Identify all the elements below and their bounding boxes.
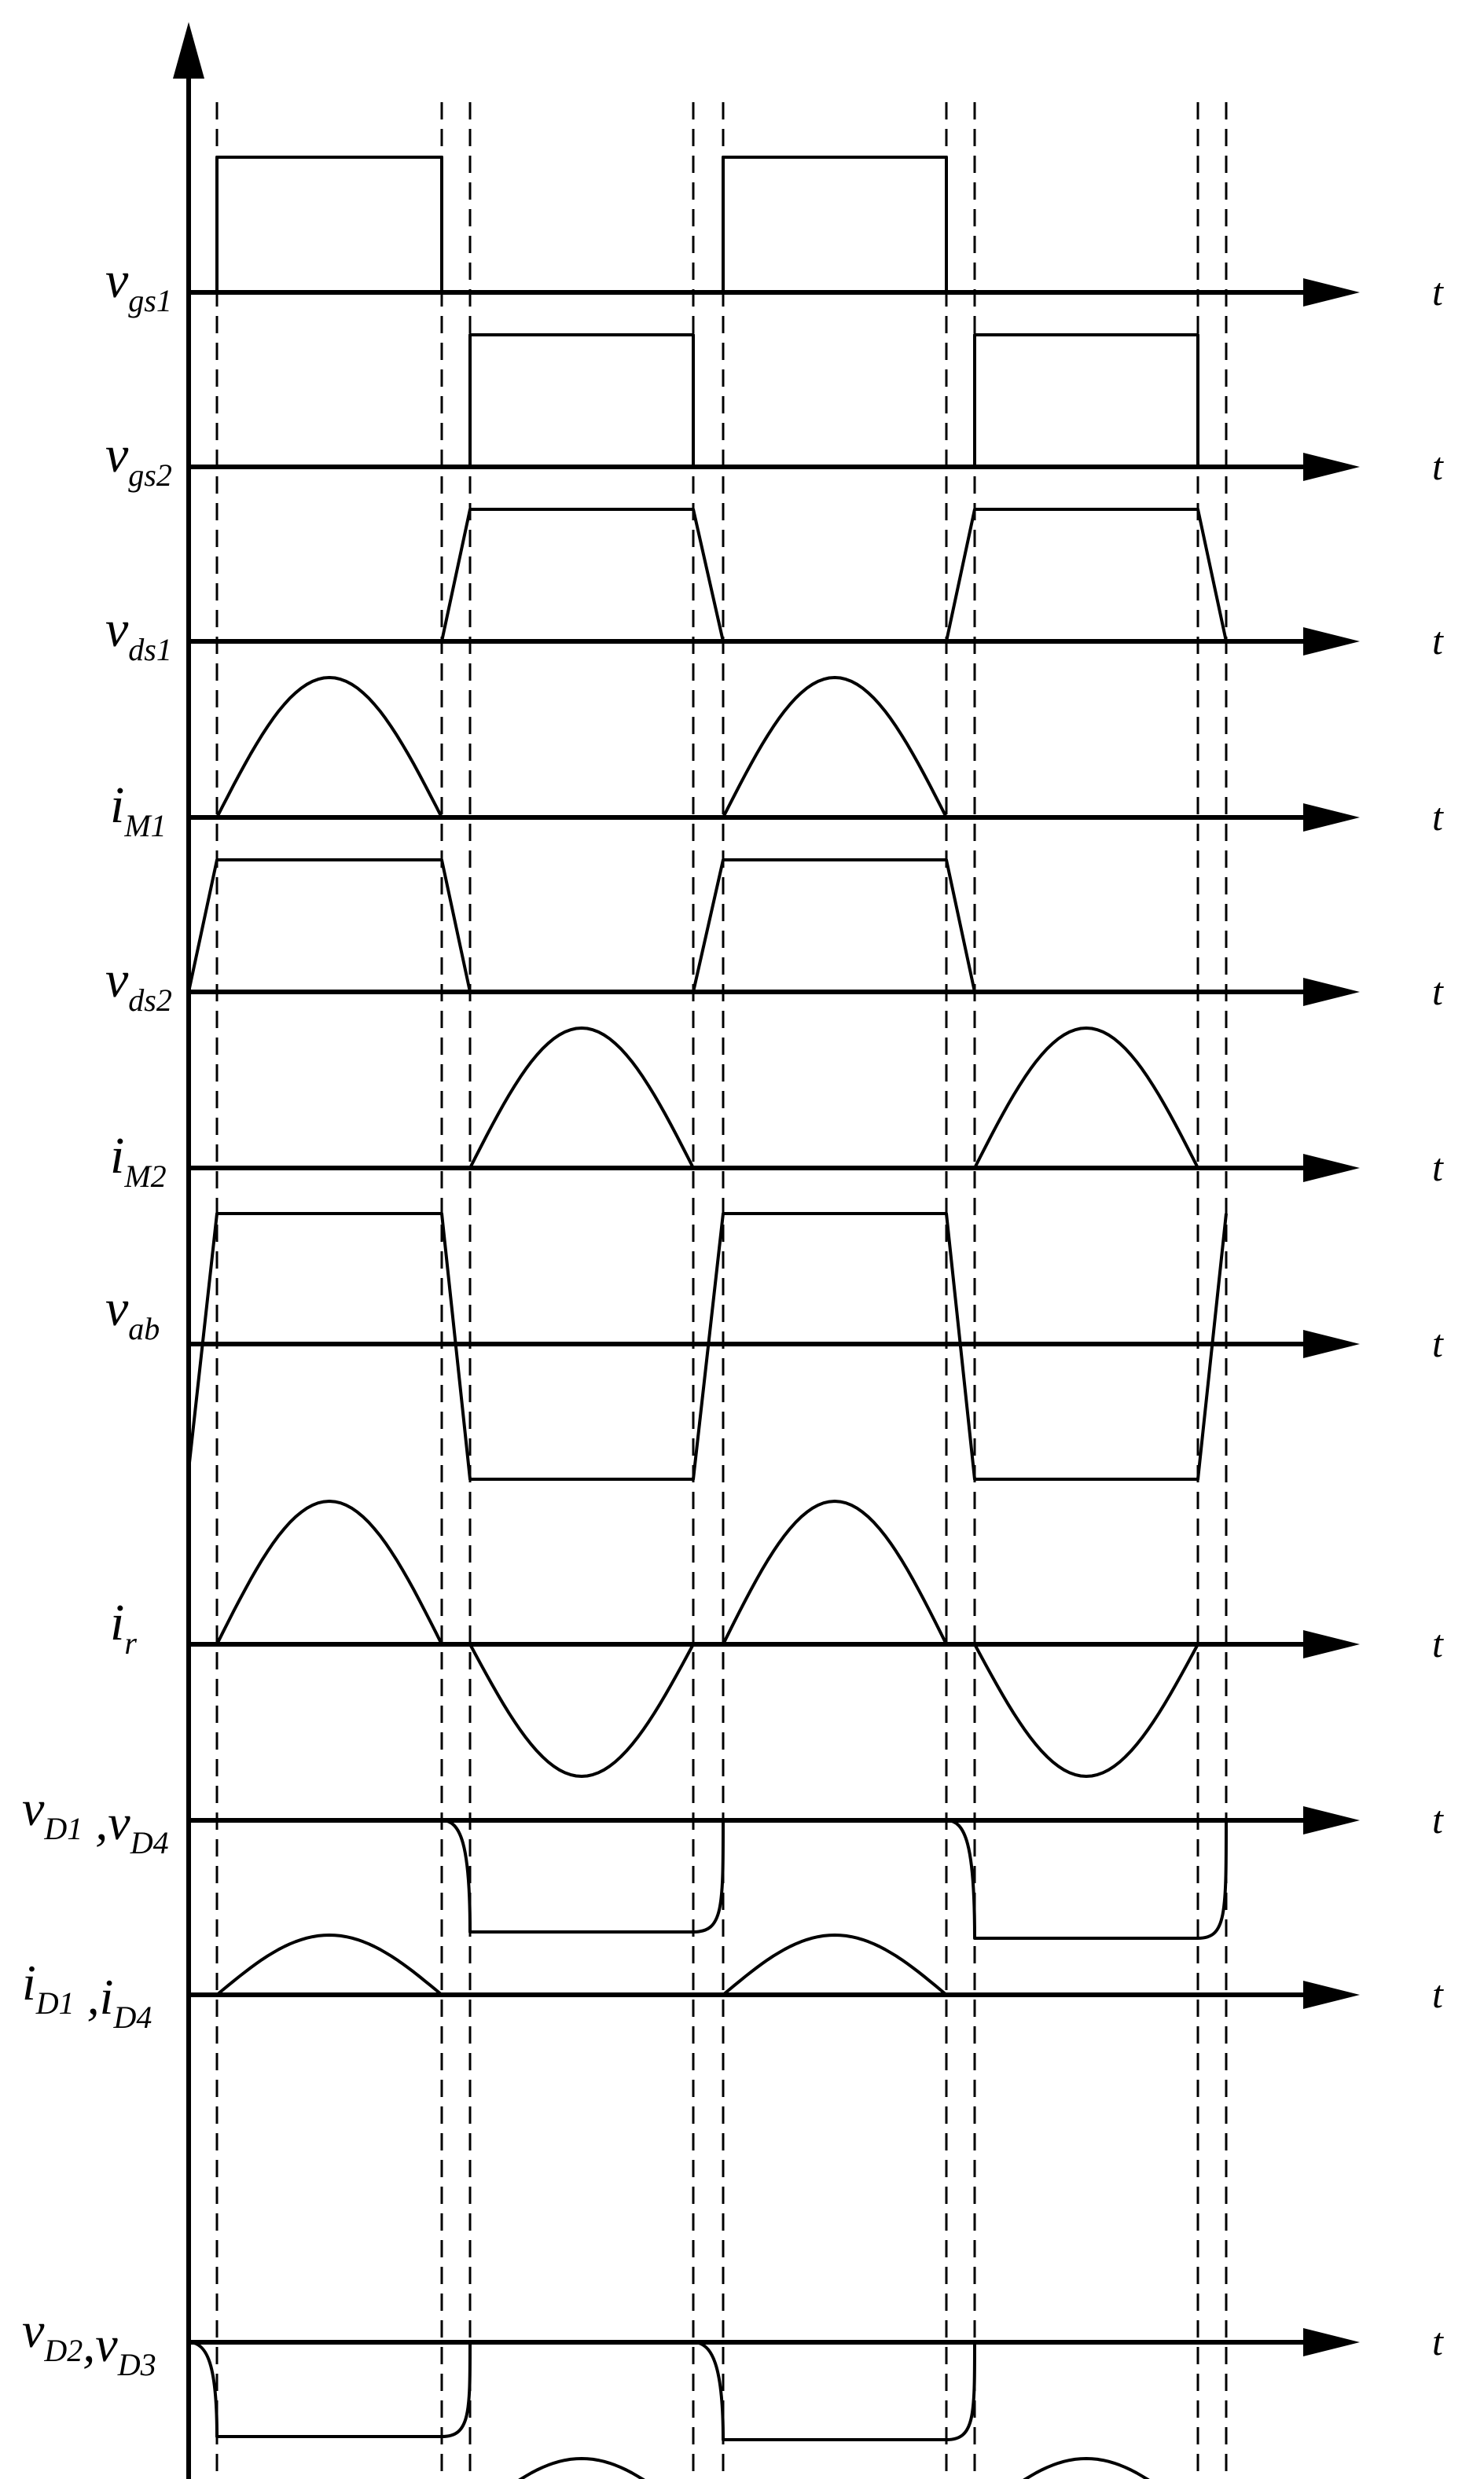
axis-symbol-t: t xyxy=(1432,1621,1444,1666)
vds1-trapezoid-1 xyxy=(945,508,1228,642)
waveforms xyxy=(187,156,1228,2479)
ir-arc-neg-0 xyxy=(468,1643,695,1778)
iD2-iD3-arc-1 xyxy=(1023,2457,1150,2479)
time-guides xyxy=(215,102,1228,2479)
axis-symbol-t: t xyxy=(1432,270,1444,314)
label-iM2: iM2 xyxy=(110,1127,167,1194)
vgs1-pulse-0 xyxy=(215,156,443,292)
label-iM1: iM1 xyxy=(110,777,167,843)
ir-arc-pos-1 xyxy=(722,1500,948,1645)
label-vgs1: vgs1 xyxy=(105,252,172,318)
axis-symbol-t: t xyxy=(1432,1972,1444,2016)
vD1-vD4-dip-0 xyxy=(441,1819,725,1934)
vgs2-pulse-0 xyxy=(468,333,695,467)
time-axis-arrowhead xyxy=(1303,1154,1360,1182)
iD1-iD4-arc-0 xyxy=(215,1934,443,1996)
iD2-iD3-arc-0 xyxy=(518,2457,645,2479)
label-vab: vab xyxy=(105,1280,160,1346)
time-axis-arrowhead xyxy=(1303,1981,1360,2009)
axis-symbol-t: t xyxy=(1432,1145,1444,1189)
axis-symbol-t: t xyxy=(1432,2319,1444,2363)
label-vds2: vds2 xyxy=(105,951,172,1018)
vgs2-pulse-1 xyxy=(973,333,1199,467)
time-axis-arrowhead xyxy=(1303,627,1360,656)
time-axis-arrowhead xyxy=(1303,1806,1360,1834)
label-ir: ir xyxy=(110,1594,137,1661)
time-axes: tttttttttttt xyxy=(173,22,1444,2479)
label-vD23: vD2,vD3 xyxy=(22,2302,156,2382)
time-axis-arrowhead xyxy=(1303,803,1360,832)
ir-arc-neg-1 xyxy=(973,1643,1199,1778)
vds2-trapezoid-0 xyxy=(187,858,472,993)
time-axis-arrowhead xyxy=(1303,978,1360,1006)
label-vD14: vD1 ,vD4 xyxy=(22,1780,169,1860)
vab-waveform xyxy=(187,1212,1228,1481)
trace-labels: vgs1 vgs2 vds1 iM1 vds2 iM2 vab ir vD1 ,vD4 iD1 ,… xyxy=(22,252,172,2479)
vD1-vD4-dip-1 xyxy=(946,1819,1228,1940)
iM1-arc-1 xyxy=(722,676,948,818)
label-iD14: iD1 ,iD4 xyxy=(22,1955,152,2035)
iM2-arc-1 xyxy=(973,1026,1199,1169)
axis-symbol-t: t xyxy=(1432,1321,1444,1365)
iM2-arc-0 xyxy=(468,1026,695,1169)
axis-symbol-t: t xyxy=(1432,619,1444,663)
axis-symbol-t: t xyxy=(1432,444,1444,488)
time-axis-arrowhead xyxy=(1303,1330,1360,1358)
vD2-vD3-dip-1 xyxy=(692,2341,976,2441)
vgs1-pulse-1 xyxy=(722,156,948,292)
iM1-arc-0 xyxy=(215,676,443,818)
vds1-trapezoid-0 xyxy=(440,508,725,642)
vD2-vD3-dip-0 xyxy=(188,2341,472,2438)
label-vgs2: vgs2 xyxy=(105,426,172,493)
ir-arc-pos-0 xyxy=(215,1500,443,1645)
time-axis-arrowhead xyxy=(1303,453,1360,481)
vertical-axis-arrowhead xyxy=(173,22,204,79)
time-axis-arrowhead xyxy=(1303,278,1360,307)
vds2-trapezoid-1 xyxy=(692,858,976,993)
axis-symbol-t: t xyxy=(1432,1798,1444,1842)
time-axis-arrowhead xyxy=(1303,2328,1360,2356)
axis-symbol-t: t xyxy=(1432,795,1444,839)
time-axis-arrowhead xyxy=(1303,1630,1360,1658)
axis-symbol-t: t xyxy=(1432,969,1444,1013)
iD1-iD4-arc-1 xyxy=(722,1934,948,1996)
label-vds1: vds1 xyxy=(105,600,172,667)
